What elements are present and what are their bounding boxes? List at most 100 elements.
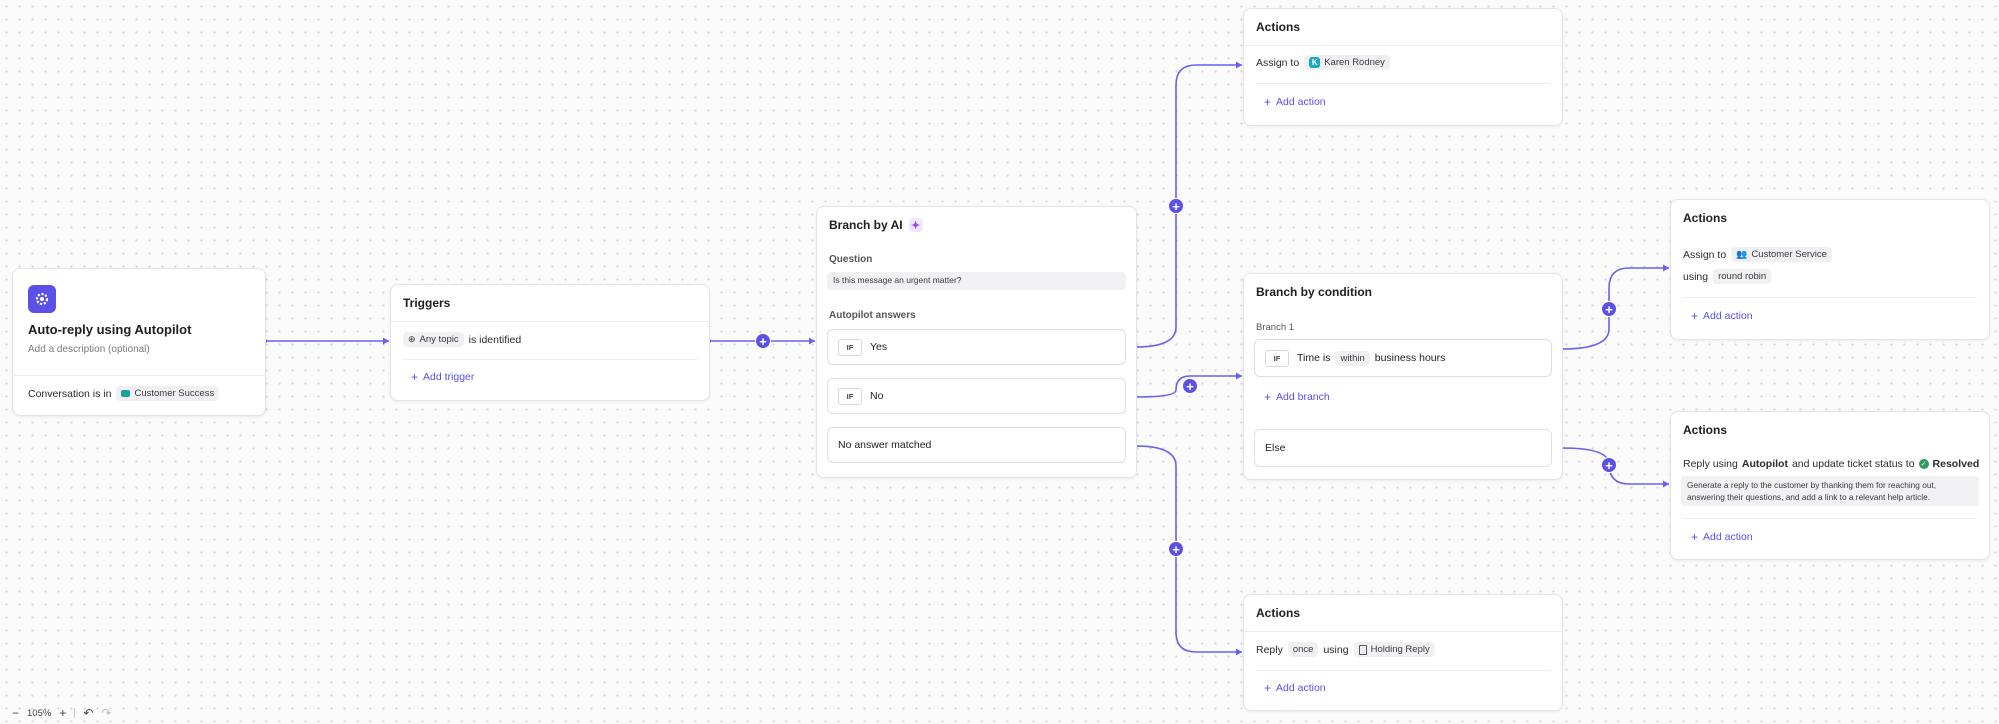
actions-title: Actions (1244, 9, 1562, 46)
add-action-button[interactable]: + Add action (1264, 96, 1326, 108)
zoom-level: 105% (27, 707, 52, 719)
add-action-button[interactable]: + Add action (1264, 682, 1326, 694)
time-label: Time is (1297, 352, 1331, 364)
insert-step-button[interactable]: + (1601, 457, 1617, 473)
autopilot-label: Autopilot (1741, 458, 1788, 470)
branch-ai-title: Branch by AI (829, 218, 903, 232)
insert-step-button[interactable]: + (1601, 301, 1617, 317)
resolved-check-icon: ✓ (1918, 459, 1929, 469)
assignment-method-row[interactable]: using round robin (1683, 269, 1772, 284)
assign-label: Assign to (1683, 248, 1727, 261)
template-chip[interactable]: Holding Reply (1353, 642, 1435, 657)
topic-icon: ⊕ (408, 334, 416, 344)
template-name: Holding Reply (1370, 644, 1430, 655)
team-chip[interactable]: 👥 Customer Service (1731, 247, 1832, 262)
insert-step-button[interactable]: + (1168, 198, 1184, 214)
plus-icon: + (1691, 309, 1699, 323)
branch-ai-header: Branch by AI ✦ (817, 207, 1136, 243)
insert-step-button[interactable]: + (1182, 378, 1198, 394)
actions-card-holding-reply[interactable]: Actions Reply once using Holding Reply +… (1243, 594, 1563, 711)
answers-label: Autopilot answers (829, 310, 916, 321)
workflow-settings-icon[interactable] (28, 285, 56, 313)
divider (1256, 670, 1550, 671)
update-status-label: and update ticket status to (1791, 458, 1915, 470)
redo-button[interactable]: ↷ (101, 706, 112, 720)
document-icon (1358, 644, 1367, 655)
divider (13, 375, 265, 376)
answer-option-no[interactable]: IF No (827, 378, 1126, 414)
reply-label: Reply (1256, 643, 1283, 656)
assignee-chip[interactable]: K Karen Rodney (1304, 55, 1390, 70)
add-branch-button[interactable]: + Add branch (1264, 391, 1330, 403)
team-name: Customer Service (1751, 249, 1827, 260)
insert-step-button[interactable]: + (1168, 541, 1184, 557)
ai-sparkle-icon: ✦ (908, 218, 923, 232)
assign-label: Assign to (1256, 56, 1300, 69)
add-action-label: Add action (1703, 531, 1753, 543)
undo-button[interactable]: ↶ (83, 706, 94, 720)
add-action-button[interactable]: + Add action (1691, 531, 1753, 543)
add-action-label: Add action (1276, 96, 1326, 108)
if-tag: IF (838, 387, 862, 405)
zoom-separator (74, 708, 76, 718)
triggers-card[interactable]: Triggers ⊕ Any topic is identified + Add… (390, 284, 710, 401)
add-branch-label: Add branch (1276, 391, 1330, 403)
answer-option-fallback[interactable]: No answer matched (827, 427, 1126, 463)
team-icon: 👥 (1736, 249, 1748, 259)
actions-card-assign-karen[interactable]: Actions Assign to K Karen Rodney + Add a… (1243, 8, 1563, 126)
inbox-name: Customer Success (134, 388, 215, 399)
actions-title: Actions (1683, 423, 1728, 437)
method-chip[interactable]: round robin (1713, 269, 1772, 284)
topic-chip[interactable]: ⊕ Any topic (403, 332, 464, 347)
question-field[interactable]: Is this message an urgent matter? (827, 272, 1126, 290)
plus-icon: + (1264, 681, 1272, 695)
assign-row[interactable]: Assign to K Karen Rodney (1256, 55, 1390, 70)
actions-title: Actions (1683, 211, 1728, 225)
branch-by-ai-card[interactable]: Branch by AI ✦ Question Is this message … (816, 206, 1137, 478)
branch-condition-title: Branch by condition (1256, 285, 1373, 299)
answer-option-yes[interactable]: IF Yes (827, 329, 1126, 365)
add-action-button[interactable]: + Add action (1691, 310, 1753, 322)
actions-card-reply-autopilot[interactable]: Actions Reply using Autopilot and update… (1670, 411, 1990, 560)
branch-condition-option[interactable]: IF Time is within business hours (1254, 339, 1552, 377)
zoom-out-button[interactable]: − (12, 706, 20, 720)
reply-row[interactable]: Reply once using Holding Reply (1256, 642, 1435, 657)
plus-icon: + (1264, 95, 1272, 109)
using-label: using (1683, 270, 1709, 283)
add-action-label: Add action (1276, 682, 1326, 694)
inbox-icon (121, 390, 131, 397)
plus-icon: + (1691, 530, 1699, 544)
conversation-condition[interactable]: Conversation is in Customer Success (28, 386, 220, 401)
divider (1683, 518, 1977, 519)
assignee-avatar: K (1309, 57, 1321, 68)
frequency-chip[interactable]: once (1287, 642, 1319, 657)
else-option[interactable]: Else (1254, 429, 1552, 467)
actions-title: Actions (1244, 595, 1562, 632)
actions-card-assign-team[interactable]: Actions Assign to 👥 Customer Service usi… (1670, 199, 1990, 340)
add-action-label: Add action (1703, 310, 1753, 322)
if-tag: IF (1265, 349, 1289, 367)
workflow-start-card[interactable]: Auto-reply using Autopilot Add a descrip… (12, 268, 266, 416)
add-trigger-button[interactable]: + Add trigger (411, 371, 474, 383)
if-tag: IF (838, 338, 862, 356)
trigger-row[interactable]: ⊕ Any topic is identified (403, 332, 521, 347)
fallback-label: No answer matched (838, 439, 932, 451)
insert-step-button[interactable]: + (755, 333, 771, 349)
add-trigger-label: Add trigger (423, 371, 475, 383)
zoom-controls: − 105% + ↶ ↷ (12, 706, 111, 720)
divider (403, 359, 697, 360)
plus-icon: + (411, 370, 419, 384)
branch-by-condition-card[interactable]: Branch by condition Branch 1 IF Time is … (1243, 273, 1563, 480)
inbox-chip[interactable]: Customer Success (116, 386, 220, 401)
zoom-in-button[interactable]: + (59, 706, 67, 720)
else-label: Else (1265, 442, 1286, 454)
assign-row[interactable]: Assign to 👥 Customer Service (1683, 247, 1832, 262)
reply-row[interactable]: Reply using Autopilot and update ticket … (1683, 458, 1979, 470)
workflow-description-input[interactable]: Add a description (optional) (28, 344, 150, 355)
reply-using-label: Reply using (1683, 458, 1738, 470)
autopilot-prompt[interactable]: Generate a reply to the customer by than… (1681, 476, 1979, 506)
answer-label: No (870, 390, 884, 402)
branch-label: Branch 1 (1256, 322, 1295, 333)
condition-prefix: Conversation is in (28, 387, 112, 400)
within-chip[interactable]: within (1335, 350, 1370, 366)
